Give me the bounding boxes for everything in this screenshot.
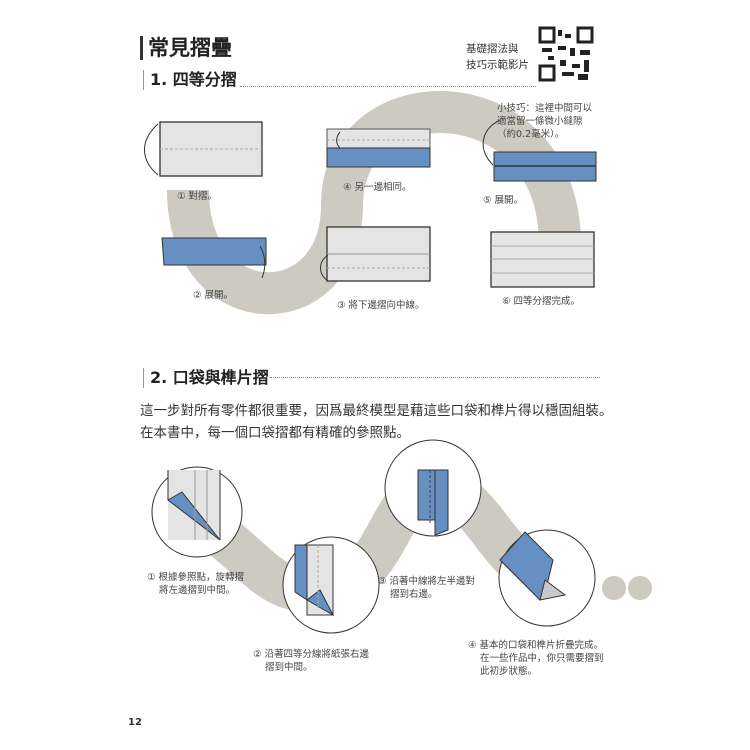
caption-line: 摺到中間。 <box>265 662 313 673</box>
pocket-step3-diagram <box>384 439 482 537</box>
pocket-step2-diagram <box>282 536 380 634</box>
caption-line: 此初步狀態。 <box>480 666 538 677</box>
pocket-step2-caption: ② 沿著四等分線將紙張右邊 摺到中間。 <box>253 648 369 674</box>
tip-line: 小技巧：這裡中間可以 <box>497 103 593 114</box>
paragraph-line: 這一步對所有零件都很重要，因爲最終模型是藉這些口袋和榫片得以穩固組裝。 <box>140 403 613 419</box>
section1-divider <box>240 86 536 87</box>
step2-diagram <box>161 237 267 279</box>
caption-line: ④ 基本的口袋和榫片折疊完成。 <box>468 640 604 651</box>
step1-diagram <box>144 121 263 177</box>
tip-line: 適當留一條微小縫隙 <box>497 116 583 127</box>
video-note: 基礎摺法與 技巧示範影片 <box>466 41 529 73</box>
step3-diagram <box>320 226 431 282</box>
caption-line: ③ 沿著中線將左半邊對 <box>378 576 476 587</box>
caption-line: 將左邊摺到中間。 <box>159 585 236 596</box>
pocket-step4-caption: ④ 基本的口袋和榫片折疊完成。 在一些作品中，你只需要摺到 此初步狀態。 <box>468 639 604 678</box>
pocket-step1-diagram <box>151 466 243 558</box>
section2-heading: 2. 口袋與榫片摺 <box>143 368 269 388</box>
caption-line: 在一些作品中，你只需要摺到 <box>480 653 604 664</box>
caption-line: ② 沿著四等分線將紙張右邊 <box>253 649 370 660</box>
step4-diagram <box>326 128 431 168</box>
step2-caption: ② 展開。 <box>193 290 234 301</box>
section1-guide-band <box>167 91 581 315</box>
step6-diagram <box>490 231 595 288</box>
continuation-dot <box>602 576 626 600</box>
page-title: 常見摺疊 <box>140 36 232 60</box>
caption-line: ① 根據參照點，旋轉摺 <box>147 572 245 583</box>
step4-caption: ④ 另一邊相同。 <box>343 182 412 193</box>
paragraph-line: 在本書中，每一個口袋摺都有精確的參照點。 <box>140 425 410 441</box>
pocket-step1-caption: ① 根據參照點，旋轉摺 將左邊摺到中間。 <box>147 571 244 597</box>
video-note-line: 基礎摺法與 <box>466 43 519 55</box>
section2-divider <box>270 377 600 378</box>
video-note-line: 技巧示範影片 <box>466 59 529 71</box>
pocket-step3-caption: ③ 沿著中線將左半邊對 摺到右邊。 <box>378 575 475 601</box>
section2-guide-band <box>187 466 554 613</box>
page-number: 12 <box>128 717 142 728</box>
tip-note: 小技巧：這裡中間可以 適當留一條微小縫隙 （約0.2毫米）。 <box>497 102 592 141</box>
pocket-step4-diagram <box>498 529 596 627</box>
tip-line: （約0.2毫米）。 <box>497 129 565 140</box>
step6-caption: ⑥ 四等分摺完成。 <box>502 296 581 307</box>
section2-paragraph: 這一步對所有零件都很重要，因爲最終模型是藉這些口袋和榫片得以穩固組裝。 在本書中… <box>140 400 613 444</box>
step5-caption: ⑤ 展開。 <box>483 195 524 206</box>
step1-caption: ① 對摺。 <box>177 191 218 202</box>
step5-diagram <box>482 119 597 182</box>
step3-caption: ③ 將下邊摺向中線。 <box>337 300 425 311</box>
section1-heading: 1. 四等分摺 <box>143 70 237 90</box>
caption-line: 摺到右邊。 <box>390 589 438 600</box>
continuation-dot <box>628 576 652 600</box>
